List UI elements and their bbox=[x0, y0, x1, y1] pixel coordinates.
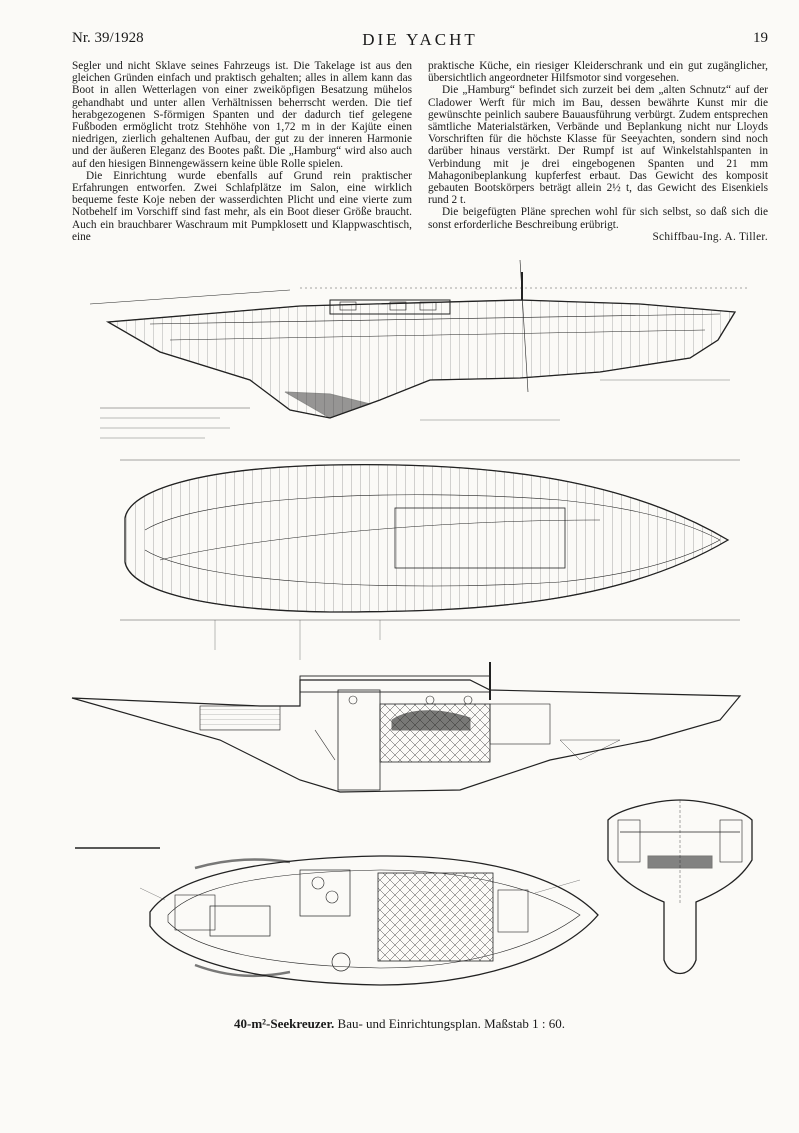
paragraph: Die beigefügten Pläne sprechen wohl für … bbox=[428, 206, 768, 231]
midship-section-drawing bbox=[607, 799, 753, 975]
interior-profile-drawing bbox=[71, 662, 742, 793]
paragraph: praktische Küche, ein riesiger Kleidersc… bbox=[428, 60, 768, 85]
caption-title: 40-m²-Seekreuzer. bbox=[233, 1016, 335, 1031]
page-number: 19 bbox=[753, 30, 768, 46]
article-column-left: Segler und nicht Sklave seines Fahrzeugs… bbox=[72, 60, 412, 243]
page-header: Nr. 39/1928 DIE YACHT 19 bbox=[72, 30, 768, 52]
paragraph: Die Einrichtung wurde ebenfalls auf Grun… bbox=[72, 169, 412, 243]
construction-profile-drawing bbox=[89, 259, 750, 439]
accommodation-plan-drawing bbox=[75, 847, 599, 986]
author-signature: Schiffbau-Ing. A. Tiller. bbox=[652, 230, 768, 243]
paragraph: Die „Hamburg“ befindet sich zurzeit bei … bbox=[428, 84, 768, 207]
paragraph: Segler und nicht Sklave seines Fahrzeugs… bbox=[72, 60, 412, 170]
deck-plan-drawing bbox=[120, 459, 740, 660]
figure-caption: 40-m²-Seekreuzer. Bau- und Einrichtungsp… bbox=[0, 1016, 799, 1032]
article-column-right: praktische Küche, ein riesiger Kleidersc… bbox=[428, 60, 768, 243]
issue-number: Nr. 39/1928 bbox=[72, 30, 144, 46]
caption-text: Bau- und Einrichtungsplan. Maßstab 1 : 6… bbox=[334, 1016, 565, 1031]
magazine-title: DIE YACHT bbox=[362, 30, 478, 49]
